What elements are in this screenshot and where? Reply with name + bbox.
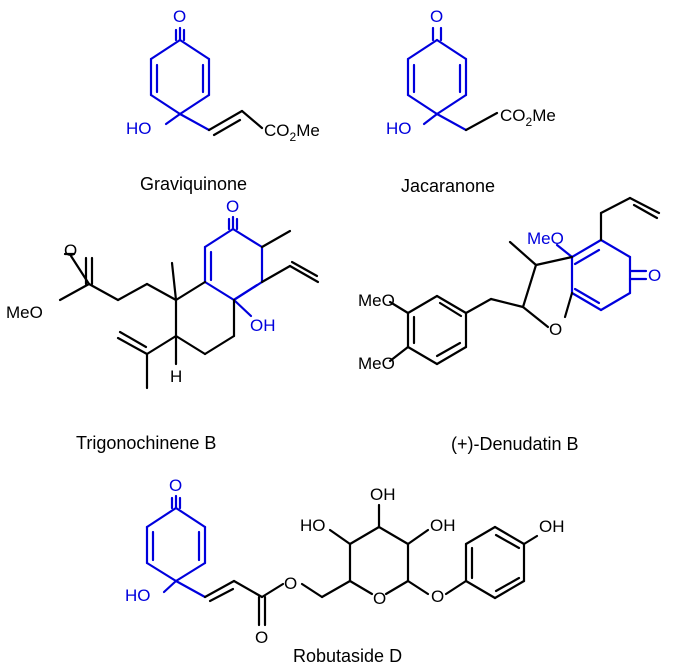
- denudatin-meo-2-label: MeO: [358, 354, 395, 373]
- compound-graviquinone: O HO CO2Me Graviquinone: [126, 7, 320, 194]
- robutaside-phenol-ring: [444, 525, 539, 600]
- denudatin-allyl: [599, 196, 661, 242]
- graviquinone-chain: [207, 109, 264, 137]
- trigonochinene-ester-chain: [58, 252, 178, 302]
- trigonochinene-ester-carbonyl: [84, 256, 94, 286]
- jacaranone-chain: [464, 111, 499, 132]
- robutaside-ho-label: HO: [125, 586, 151, 605]
- trigonochinene-vinyl: [260, 260, 320, 284]
- trigonochinene-ester-o-label: O: [64, 241, 77, 260]
- robutaside-ho-left-label: HO: [300, 516, 326, 535]
- graviquinone-ho-label: HO: [126, 119, 152, 138]
- trigonochinene-ring-methyl: [260, 229, 292, 249]
- compound-trigonochinene-b: O OH O MeO H Trigonochinene B: [6, 197, 320, 453]
- denudatin-dienone-ring: [555, 238, 648, 312]
- robutaside-o-label: O: [169, 476, 182, 495]
- denudatin-aryl-ring: [388, 294, 525, 366]
- denudatin-furan-ring: [508, 240, 574, 329]
- robutaside-oh-top-label: OH: [370, 485, 396, 504]
- denudatin-o-ketone-label: O: [648, 266, 661, 285]
- robutaside-o-glyc-label: O: [431, 587, 444, 606]
- robutaside-o-ring-label: O: [373, 589, 386, 608]
- denudatin-o-ring-label: O: [549, 320, 562, 339]
- jacaranone-ring: [406, 26, 468, 132]
- trigonochinene-meo-label: MeO: [6, 303, 43, 322]
- trigonochinene-isopropenyl: [116, 330, 178, 390]
- trigonochinene-h-label: H: [170, 367, 182, 386]
- compound-robutaside-d: O HO O O OH HO OH O O OH Robutaside D: [125, 476, 565, 666]
- robutaside-dienone-ring: [145, 494, 207, 599]
- robutaside-caption: Robutaside D: [293, 646, 402, 666]
- jacaranone-o-label: O: [430, 7, 443, 26]
- robutaside-ester-o-single-label: O: [284, 574, 297, 593]
- denudatin-meo-top-label: MeO: [527, 229, 564, 248]
- trigonochinene-lower-ring: [174, 280, 236, 356]
- graviquinone-ester-label: CO2Me: [264, 121, 320, 144]
- jacaranone-ester-label: CO2Me: [500, 106, 556, 129]
- denudatin-caption: (+)-Denudatin B: [451, 434, 579, 454]
- graviquinone-caption: Graviquinone: [140, 174, 247, 194]
- compound-jacaranone: O HO CO2Me Jacaranone: [386, 7, 556, 196]
- trigonochinene-oh-label: OH: [250, 316, 276, 335]
- jacaranone-caption: Jacaranone: [401, 176, 495, 196]
- robutaside-oh-right-label: OH: [430, 516, 456, 535]
- trigonochinene-angular-methyl: [170, 261, 178, 302]
- robutaside-oh-phenol-label: OH: [539, 517, 565, 536]
- trigonochinene-dienone-ring: [203, 215, 264, 318]
- denudatin-meo-1-label: MeO: [358, 291, 395, 310]
- graviquinone-ring: [149, 26, 211, 132]
- robutaside-sugar-ring: [300, 503, 430, 599]
- jacaranone-ho-label: HO: [386, 119, 412, 138]
- trigonochinene-caption: Trigonochinene B: [76, 433, 216, 453]
- robutaside-acrylate: [203, 579, 285, 627]
- robutaside-ester-o-double-label: O: [255, 628, 268, 647]
- graviquinone-o-label: O: [173, 7, 186, 26]
- trigonochinene-o-label: O: [226, 197, 239, 216]
- compound-denudatin-b: MeO O O MeO MeO (+)-Denudatin B: [358, 196, 661, 454]
